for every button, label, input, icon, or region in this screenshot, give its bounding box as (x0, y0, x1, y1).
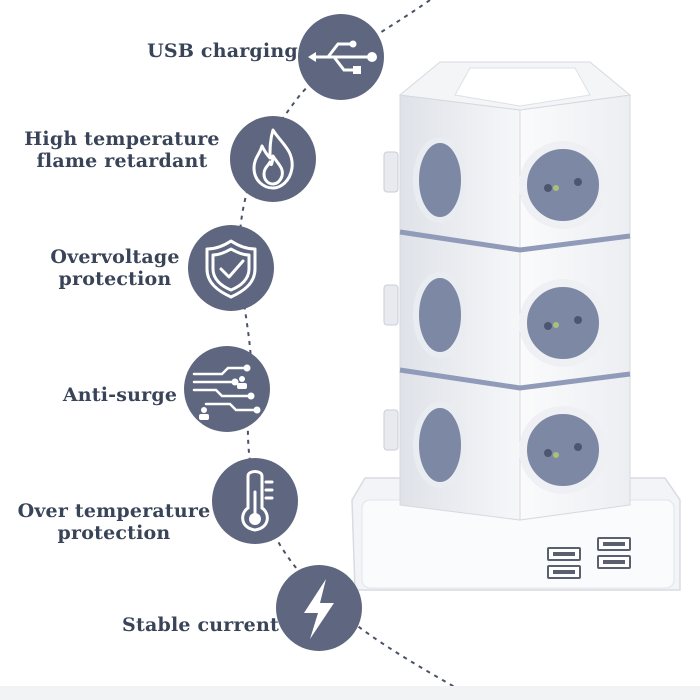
over-temperature-label-line2: protection (57, 522, 171, 544)
flame-retardant-label-line2: flame retardant (36, 150, 208, 172)
usb-charging-badge (298, 14, 384, 100)
anti-surge-label: Anti-surge (62, 384, 178, 406)
flame-retardant-badge (230, 116, 316, 202)
anti-surge-badge (184, 346, 270, 432)
usb-charging-label: USB charging (147, 40, 298, 62)
stable-current-label: Stable current (122, 614, 279, 636)
over-temperature-label-line1: Over temperature (17, 500, 211, 522)
thermometer-icon (241, 470, 274, 532)
circuit-icon (192, 364, 261, 420)
overvoltage-label: Overvoltage protection (40, 246, 190, 290)
over-temperature-label: Over temperature protection (14, 500, 214, 544)
bottom-strip (0, 686, 700, 700)
shield-check-icon (205, 239, 257, 299)
usb-icon (308, 40, 377, 74)
flame-retardant-label: High temperature flame retardant (22, 128, 222, 172)
over-temperature-badge (212, 458, 298, 544)
flame-retardant-label-line1: High temperature (24, 128, 220, 150)
overvoltage-badge (188, 225, 274, 311)
lightning-bolt-icon (304, 579, 334, 639)
flame-icon (252, 128, 294, 190)
stable-current-badge (276, 565, 362, 651)
overvoltage-label-line1: Overvoltage (50, 246, 180, 268)
overvoltage-label-line2: protection (58, 268, 172, 290)
